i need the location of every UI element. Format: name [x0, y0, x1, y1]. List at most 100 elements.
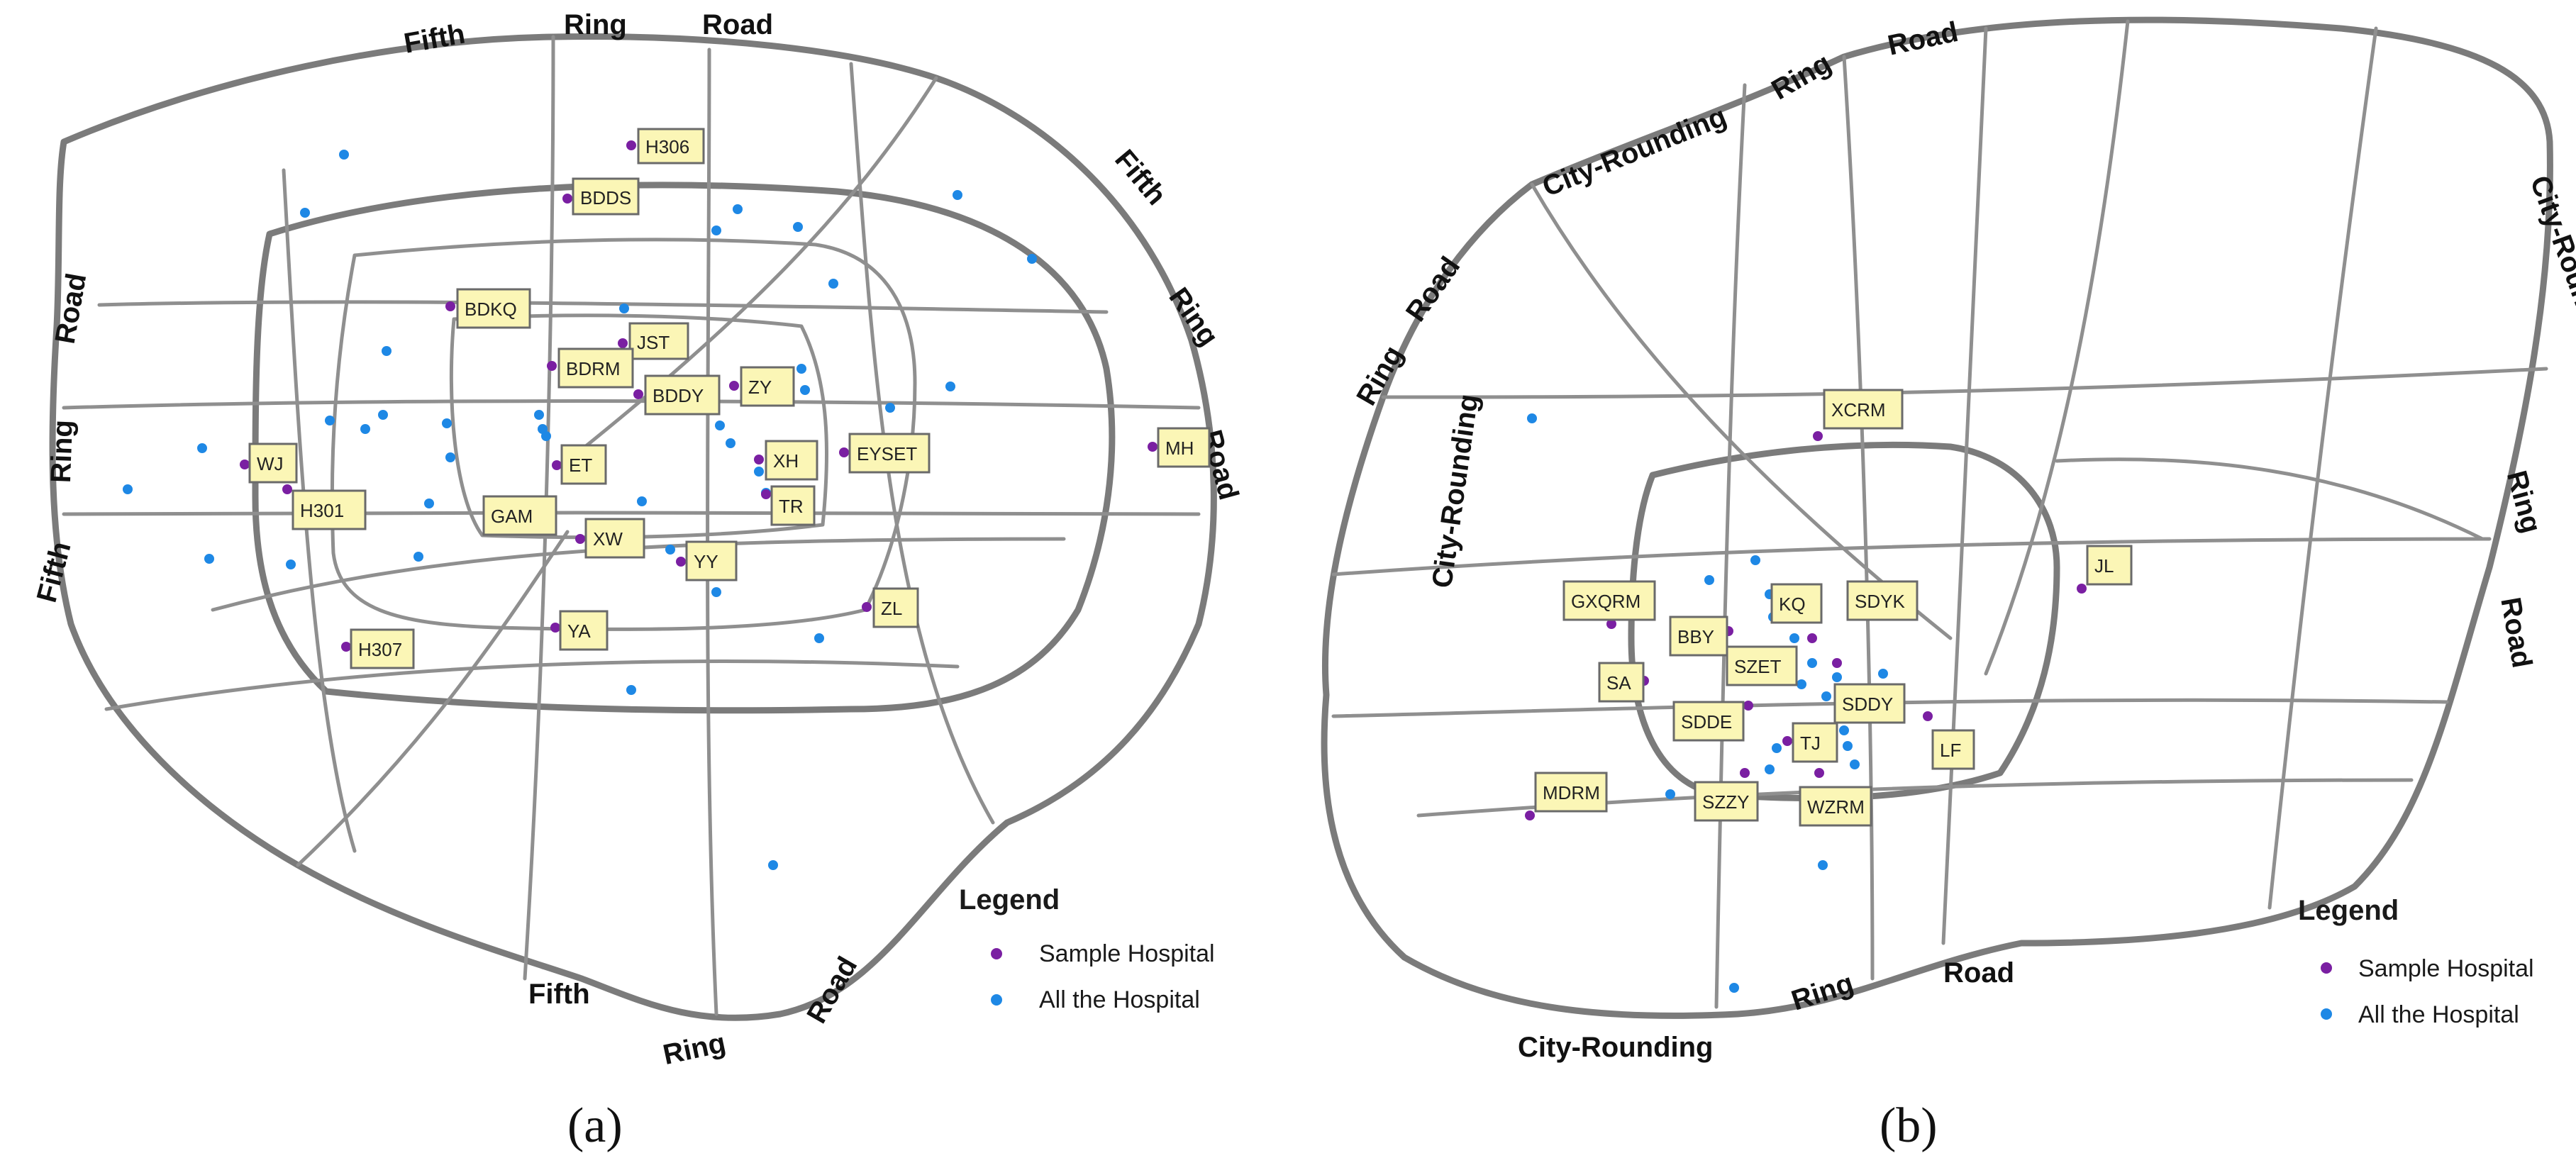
all-hospital-marker	[1750, 555, 1760, 565]
hospital-marker-tr: TR	[761, 485, 816, 526]
road-label: Ring	[1766, 48, 1836, 106]
road-label: City-Rounding	[1426, 392, 1484, 590]
sample-hospitals-a: H306 BDDS BDKQ JST BDRM BDDY ZY XH EYSET…	[240, 128, 1211, 669]
all-hospital-marker	[123, 484, 133, 494]
hospital-marker-sddy: SDDY	[1832, 658, 1906, 724]
svg-text:SZET: SZET	[1734, 656, 1782, 677]
all-hospital-marker	[339, 150, 349, 160]
road-label: Ring	[660, 1028, 728, 1071]
all-hospital-marker	[1821, 691, 1831, 701]
hospital-marker-xw: XW	[575, 518, 645, 559]
hospital-marker-yy: YY	[676, 540, 738, 581]
road-label: City-Rounding	[1538, 101, 1731, 203]
all-hospital-marker	[754, 467, 764, 477]
all-hospital-marker	[945, 382, 955, 391]
all-hospital-swatch	[2321, 1008, 2332, 1020]
all-hospital-marker	[1765, 764, 1775, 774]
all-hospital-marker	[378, 410, 388, 420]
all-hospital-marker	[1027, 254, 1037, 264]
hospital-marker-sdyk: SDYK	[1846, 580, 1919, 621]
all-hospital-marker	[382, 346, 392, 356]
road-label: Road	[702, 9, 773, 40]
all-hospital-marker	[286, 559, 296, 569]
legend-sample-label: Sample Hospital	[2358, 955, 2534, 982]
road-label: Ring	[45, 419, 79, 483]
hospital-marker-bdrm: BDRM	[547, 347, 634, 389]
hospital-marker-xcrm: XCRM	[1813, 389, 1904, 441]
all-hospital-marker	[1704, 575, 1714, 585]
road-label: Road	[1885, 16, 1961, 62]
all-hospital-marker	[665, 545, 675, 555]
all-hospital-marker	[1843, 741, 1853, 751]
all-hospital-marker	[885, 403, 895, 413]
all-hospital-marker	[796, 364, 806, 374]
legend-title: Legend	[2298, 895, 2399, 926]
svg-text:KQ: KQ	[1779, 594, 1806, 615]
svg-text:XCRM: XCRM	[1831, 399, 1886, 421]
all-hospital-marker	[793, 222, 803, 232]
all-hospital-marker	[1839, 725, 1849, 735]
hospital-marker-zl: ZL	[862, 587, 919, 628]
all-hospital-marker	[300, 208, 310, 218]
hospital-marker-h307: H307	[341, 628, 415, 669]
road-label: Road	[1943, 957, 2014, 989]
svg-text:GXQRM: GXQRM	[1571, 591, 1640, 612]
fifth-ring-road-a	[49, 33, 1217, 1021]
legend-sample-label: Sample Hospital	[1039, 940, 1215, 967]
svg-text:H306: H306	[645, 136, 689, 157]
road-label: Ring	[564, 9, 627, 40]
hospital-marker-lf: LF	[1923, 711, 1975, 770]
hospital-marker-h301: H301	[282, 484, 367, 530]
hospital-marker-wzrm: WZRM	[1799, 768, 1872, 827]
svg-text:WZRM: WZRM	[1807, 796, 1865, 818]
hospital-marker-ya: YA	[550, 610, 609, 651]
svg-text:SDDY: SDDY	[1842, 694, 1893, 715]
all-hospital-marker	[1772, 743, 1782, 753]
all-hospital-marker	[1797, 679, 1806, 689]
all-hospital-marker	[424, 499, 434, 508]
svg-text:WJ: WJ	[257, 453, 284, 474]
all-hospital-marker	[204, 554, 214, 564]
legend-all-label: All the Hospital	[1039, 986, 1200, 1013]
sample-hospitals-b: XCRM JL GXQRM KQ SDYK BBY SZET SA SDDY S…	[1525, 389, 2133, 827]
svg-text:LF: LF	[1940, 740, 1961, 761]
all-hospital-marker	[711, 226, 721, 235]
hospital-marker-xh: XH	[754, 440, 818, 481]
svg-text:SA: SA	[1606, 672, 1631, 694]
svg-text:TR: TR	[779, 496, 804, 517]
road-label: Fifth	[1109, 144, 1172, 211]
legend-b: Legend Sample Hospital All the Hospital	[2298, 895, 2534, 1028]
all-hospital-marker	[800, 385, 810, 395]
road-label: Road	[801, 952, 863, 1029]
map-b	[1321, 16, 2553, 1019]
svg-text:ZL: ZL	[881, 598, 902, 619]
all-hospital-marker	[1729, 983, 1739, 993]
hospital-marker-bby: BBY	[1669, 616, 1733, 657]
all-hospital-marker	[711, 587, 721, 597]
all-hospital-marker	[626, 685, 636, 695]
svg-text:EYSET: EYSET	[857, 443, 917, 464]
hospital-marker-eyset: EYSET	[839, 433, 931, 474]
hospital-marker-sa: SA	[1598, 662, 1649, 703]
all-hospital-marker	[445, 452, 455, 462]
all-hospital-marker	[1818, 860, 1828, 870]
all-hospital-marker	[637, 496, 647, 506]
hospital-marker-kq: KQ	[1770, 583, 1823, 624]
hospital-marker-et: ET	[552, 444, 607, 485]
svg-text:JST: JST	[637, 332, 670, 353]
road-label: Fifth	[401, 18, 467, 60]
fourth-ring-road-a	[252, 182, 1116, 714]
all-hospital-marker	[733, 204, 743, 214]
hospital-marker-jl: JL	[2077, 545, 2133, 594]
hospital-marker-wj: WJ	[240, 442, 298, 484]
road-label: Road	[1400, 251, 1466, 327]
all-hospital-marker	[1789, 633, 1799, 643]
second-ring-road-a	[449, 313, 829, 540]
svg-text:SZZY: SZZY	[1702, 791, 1749, 813]
hospital-marker-gxqrm: GXQRM	[1562, 580, 1656, 629]
all-hospital-marker	[814, 633, 824, 643]
hospital-marker-bdds: BDDS	[562, 177, 640, 216]
all-hospital-marker	[325, 416, 335, 425]
svg-text:MH: MH	[1165, 438, 1194, 459]
city-rounding-ring-road-b	[1321, 16, 2553, 1019]
